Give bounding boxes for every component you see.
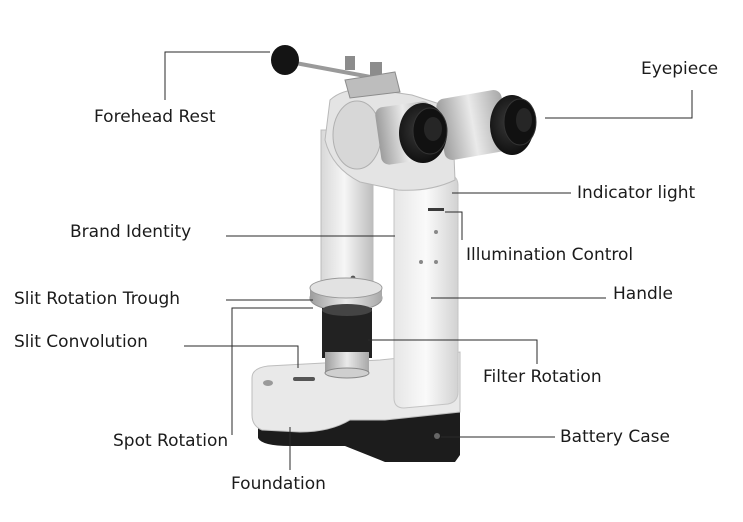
label-handle: Handle [613,284,673,304]
label-slit-convolution: Slit Convolution [14,332,148,352]
slit-rotation-trough-part [309,277,383,312]
label-slit-rotation-trough: Slit Rotation Trough [14,289,181,309]
label-indicator-light: Indicator light [577,183,696,203]
leader-eyepiece [545,90,693,119]
label-brand-identity: Brand Identity [70,222,192,242]
forehead-rest-part [271,45,401,99]
eyepiece-part [375,90,537,165]
label-spot-rotation: Spot Rotation [113,431,229,451]
leader-forehead-rest [164,51,270,100]
handle-part [393,171,459,409]
leader-filter-rotation [368,339,538,364]
label-forehead-rest: Forehead Rest [94,107,216,127]
leader-spot-rotation [231,307,313,435]
leader-illumination-control [445,211,463,240]
label-eyepiece: Eyepiece [641,59,719,79]
leader-lines [164,51,693,470]
label-filter-rotation: Filter Rotation [483,367,602,387]
label-illumination-control: Illumination Control [466,245,634,265]
leader-slit-convolution [184,345,299,368]
filter-cylinder [322,304,372,379]
label-foundation: Foundation [231,474,326,494]
label-battery-case: Battery Case [560,427,670,447]
